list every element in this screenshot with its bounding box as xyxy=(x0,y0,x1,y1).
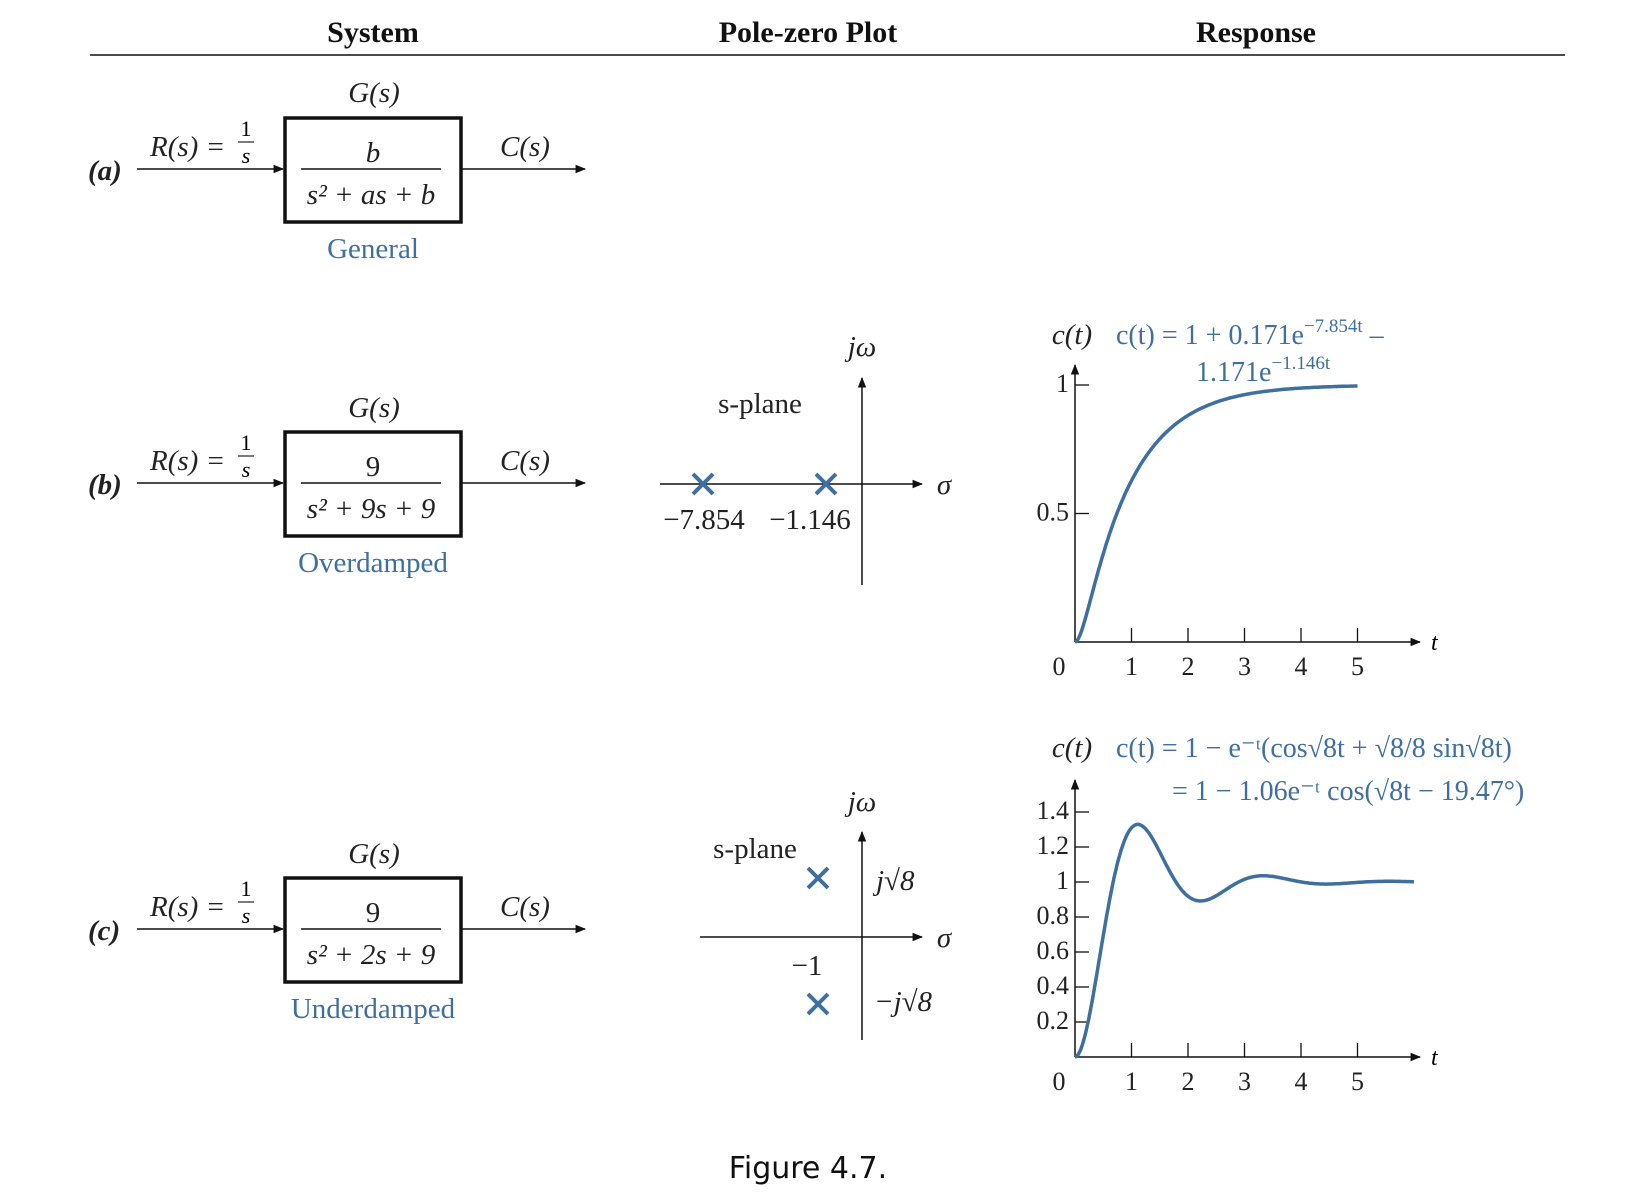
row-label-b: (b) xyxy=(88,469,122,501)
sigma-label-b: σ xyxy=(937,469,953,501)
x-tick-label-c-4: 4 xyxy=(1295,1067,1308,1096)
x-tick-label-b-5: 5 xyxy=(1351,652,1364,681)
x-tick-label-b-3: 3 xyxy=(1238,652,1251,681)
response-eq-b-line2: 1.171e−1.146t xyxy=(1196,353,1331,388)
figure-caption: Figure 4.7. xyxy=(729,1151,887,1186)
s-plane-label-c: s-plane xyxy=(713,833,797,865)
row-label-c: (c) xyxy=(88,915,120,947)
y-tick-label-c-6: 0.2 xyxy=(1037,1006,1070,1035)
tf-num-b: 9 xyxy=(366,451,381,483)
x-tick-label-c-5: 5 xyxy=(1351,1067,1364,1096)
header-system: System xyxy=(327,16,419,49)
response-curve-b xyxy=(1074,384,1358,644)
g-label-b: G(s) xyxy=(348,392,400,424)
y-tick-label-c-2: 1 xyxy=(1056,866,1069,895)
tf-num-a: b xyxy=(366,137,381,169)
x-label-b: t xyxy=(1431,630,1439,656)
x-tick-label-c-1: 1 xyxy=(1125,1067,1138,1096)
tf-num-c: 9 xyxy=(366,897,381,929)
x-tick-label-c-3: 3 xyxy=(1238,1067,1251,1096)
r-label-a: R(s) = xyxy=(149,131,225,163)
tf-den-c: s² + 2s + 9 xyxy=(307,939,436,971)
sigma-label-c: σ xyxy=(937,922,953,954)
g-label-c: G(s) xyxy=(348,838,400,870)
y-label-c: c(t) xyxy=(1052,732,1092,764)
pole-label-b-2: −1.146 xyxy=(769,504,851,536)
pole-label-b-1: −7.854 xyxy=(663,504,745,536)
c-label-b: C(s) xyxy=(500,445,550,477)
imag-label-neg-c: −j√8 xyxy=(874,986,933,1018)
r-frac-den-b: s xyxy=(242,457,251,482)
r-frac-num-c: 1 xyxy=(241,876,252,901)
y-tick-label-c-4: 0.6 xyxy=(1037,936,1070,965)
y-tick-label-b-0: 1 xyxy=(1056,369,1069,398)
r-frac-den-a: s xyxy=(242,143,251,168)
x-tick-label-c-2: 2 xyxy=(1182,1067,1195,1096)
c-label-a: C(s) xyxy=(500,131,550,163)
x-tick-label-b-4: 4 xyxy=(1295,652,1308,681)
type-label-b: Overdamped xyxy=(298,547,448,579)
tf-den-a: s² + as + b xyxy=(307,179,435,211)
pole-marker-b-1 xyxy=(691,472,715,496)
r-frac-den-c: s xyxy=(242,903,251,928)
y-tick-label-b-1: 0.5 xyxy=(1037,498,1070,527)
row-b-system: G(s) (b) R(s) = 1 s 9 s² + 9s + 9 C(s) O… xyxy=(88,392,587,579)
row-c-system: G(s) (c) R(s) = 1 s 9 s² + 2s + 9 C(s) U… xyxy=(88,838,587,1025)
jw-label-b: jω xyxy=(844,331,877,363)
tf-block-a xyxy=(283,116,463,224)
x-tick-label-b-0: 0 xyxy=(1053,652,1066,681)
header-pole-zero: Pole-zero Plot xyxy=(719,16,898,49)
pole-marker-c-1 xyxy=(806,866,830,890)
response-plot-c: c(t) t c(t) = 1 − e⁻ᵗ(cos√8t + √8/8 sin√… xyxy=(1037,732,1525,1096)
x-tick-label-c-0: 0 xyxy=(1053,1067,1066,1096)
y-tick-label-c-1: 1.2 xyxy=(1037,831,1070,860)
y-tick-label-c-0: 1.4 xyxy=(1037,796,1070,825)
y-tick-label-c-3: 0.8 xyxy=(1037,901,1070,930)
response-eq-c-line2: = 1 − 1.06e⁻ᵗ cos(√8t − 19.47°) xyxy=(1172,776,1524,807)
header-response: Response xyxy=(1196,16,1316,49)
r-frac-num-b: 1 xyxy=(241,430,252,455)
pole-zero-plot-c: jω σ s-plane j√8 −j√8 −1 xyxy=(700,786,953,1040)
tf-block-b xyxy=(283,430,463,538)
y-label-b: c(t) xyxy=(1052,319,1092,351)
response-plot-b: c(t) t c(t) = 1 + 0.171e−7.854t – 1.171e… xyxy=(1037,316,1440,681)
r-frac-num-a: 1 xyxy=(241,116,252,141)
response-curve-c xyxy=(1074,822,1414,1059)
c-label-c: C(s) xyxy=(500,891,550,923)
pole-zero-plot-b: jω σ s-plane −7.854 −1.146 xyxy=(660,331,953,585)
x-label-c: t xyxy=(1431,1045,1439,1071)
r-label-b: R(s) = xyxy=(149,445,225,477)
y-tick-label-c-5: 0.4 xyxy=(1037,971,1070,1000)
real-label-c: −1 xyxy=(792,950,823,982)
r-label-c: R(s) = xyxy=(149,891,225,923)
imag-label-pos-c: j√8 xyxy=(872,865,915,897)
tf-den-b: s² + 9s + 9 xyxy=(307,493,436,525)
type-label-c: Underdamped xyxy=(291,993,456,1025)
pole-marker-b-2 xyxy=(814,472,838,496)
response-eq-b-line1: c(t) = 1 + 0.171e−7.854t – xyxy=(1116,316,1385,351)
g-label-a: G(s) xyxy=(348,77,400,109)
type-label-a: General xyxy=(327,233,419,265)
s-plane-label-b: s-plane xyxy=(718,388,802,420)
row-a-system: G(s) (a) R(s) = 1 s b s² + as + b C(s) G… xyxy=(88,77,587,265)
x-tick-label-b-1: 1 xyxy=(1125,652,1138,681)
response-eq-c-line1: c(t) = 1 − e⁻ᵗ(cos√8t + √8/8 sin√8t) xyxy=(1116,733,1512,764)
pole-marker-c-2 xyxy=(806,992,830,1016)
jw-label-c: jω xyxy=(844,786,877,818)
tf-block-c xyxy=(283,876,463,984)
row-label-a: (a) xyxy=(88,155,122,187)
x-tick-label-b-2: 2 xyxy=(1182,652,1195,681)
